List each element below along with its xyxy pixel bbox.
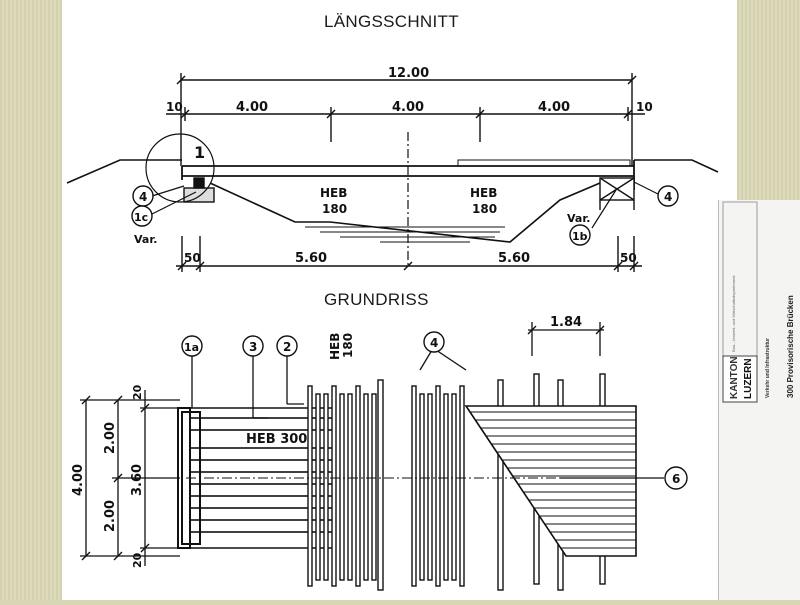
marker-4-plan-bubble: 4 (423, 331, 445, 353)
logo-title: 300 Provisorische Brücken (786, 295, 795, 398)
plan-rib (339, 393, 345, 581)
marker-4-left: 4 (139, 190, 147, 204)
terrain-left (66, 159, 182, 184)
plan-rib (307, 385, 313, 587)
plan-dim-half-bottom: 2.00 (103, 500, 118, 532)
plan-rib (355, 385, 361, 587)
marker-3: 3 (249, 340, 257, 354)
plan-dim-deck-spacing: 1.84 (550, 315, 582, 330)
marker-2-bubble: 2 (276, 335, 298, 357)
dim-bottom-left: 50 (184, 251, 201, 265)
dim-bottom-right: 50 (620, 251, 637, 265)
marker-1b: 1b (572, 230, 588, 243)
terrain-right (634, 159, 719, 173)
marker-1: 1 (194, 143, 205, 162)
marker-4-right: 4 (664, 190, 672, 204)
detail-circle-1 (145, 133, 215, 203)
marker-3-bubble: 3 (242, 335, 264, 357)
beam-size-left: 180 (322, 202, 347, 216)
marker-6-bubble: 6 (664, 466, 688, 490)
marker-1c-bubble: 1c (131, 205, 153, 227)
var-right: Var. (567, 212, 590, 225)
background-left (0, 0, 62, 600)
plan-rib (435, 385, 441, 587)
section-heading: LÄNGSSCHNITT (324, 12, 459, 31)
plan-post (497, 379, 504, 591)
plan-rib (427, 393, 433, 581)
dim-span-3: 4.00 (538, 100, 570, 115)
dim-bottom-line (176, 236, 642, 272)
dim-edge-left: 10 (166, 100, 183, 114)
beam-size-right: 180 (472, 202, 497, 216)
plan-beam-type: HEB (328, 333, 342, 360)
plan-rib (323, 393, 329, 581)
channel-profile (209, 182, 601, 243)
dim-total-line (176, 73, 637, 166)
deck-planks (457, 159, 631, 167)
water-lines (305, 226, 505, 243)
dim-bottom-mid-right: 5.60 (498, 251, 530, 266)
plan-rib (331, 385, 337, 587)
dim-span-line (166, 107, 645, 142)
logo-kanton: KANTON (729, 356, 740, 399)
logo-svg: KANTON LUZERN Bau-, Umwelt- und Wirtscha… (722, 201, 795, 403)
plan-main-beam-label: HEB 300 (246, 432, 307, 447)
plan-deck (464, 405, 637, 557)
plan-rib (419, 393, 425, 581)
logo-department: Bau-, Umwelt- und Wirtschaftsdepartement (731, 275, 736, 352)
dim-edge-right: 10 (636, 100, 653, 114)
abutment-left (183, 177, 215, 203)
dim-span-1: 4.00 (236, 100, 268, 115)
marker-4-plan: 4 (430, 336, 438, 350)
marker-4-left-bubble: 4 (132, 185, 154, 207)
plan-beam-size: 180 (341, 333, 355, 358)
dim-bottom-mid-left: 5.60 (295, 251, 327, 266)
plan-dim-left (80, 390, 180, 566)
plan-rib (363, 393, 369, 581)
logo-office: Verkehr und Infrastruktur (765, 338, 771, 398)
beam-type-left: HEB (320, 186, 347, 200)
section-text: 12.00 10 10 4.00 4.00 4.00 HEB 180 HEB 1… (131, 66, 679, 266)
plan-leaders (191, 349, 664, 479)
plan-rib (451, 393, 457, 581)
plan-post (377, 379, 384, 591)
var-left: Var. (134, 233, 157, 246)
abutment-right (599, 177, 635, 210)
plan-rib (315, 393, 321, 581)
plan-rib (411, 385, 417, 587)
beam-type-right: HEB (470, 186, 497, 200)
plan-dim-deck (527, 322, 605, 356)
marker-1a: 1a (184, 341, 199, 354)
plan-view (80, 322, 664, 591)
plan-dim-edge-bottom: 20 (131, 552, 144, 568)
leader-lines (151, 181, 659, 229)
plan-dim-edge-top: 20 (131, 384, 144, 400)
plan-heading: GRUNDRISS (324, 290, 429, 309)
marker-4-right-bubble: 4 (657, 185, 679, 207)
marker-2: 2 (283, 340, 291, 354)
kanton-logo-card: KANTON LUZERN Bau-, Umwelt- und Wirtscha… (718, 200, 800, 600)
marker-6: 6 (672, 472, 680, 486)
plan-rib (347, 393, 353, 581)
plan-dim-half-top: 2.00 (103, 422, 118, 454)
plan-rib (459, 385, 465, 587)
plan-dim-total: 4.00 (71, 464, 86, 496)
dim-total: 12.00 (388, 66, 429, 81)
plan-text: 1a 3 2 4 6 HEB 180 HEB 300 1.84 4.00 2.0… (71, 315, 688, 568)
plan-rib (371, 393, 377, 581)
longitudinal-section (66, 73, 719, 272)
plan-dim-inner: 3.60 (130, 464, 145, 496)
marker-1b-bubble: 1b (569, 224, 591, 246)
logo-luzern: LUZERN (743, 358, 754, 399)
plan-rib (443, 393, 449, 581)
marker-1a-bubble: 1a (181, 335, 203, 357)
marker-1c: 1c (134, 211, 148, 224)
dim-span-2: 4.00 (392, 100, 424, 115)
